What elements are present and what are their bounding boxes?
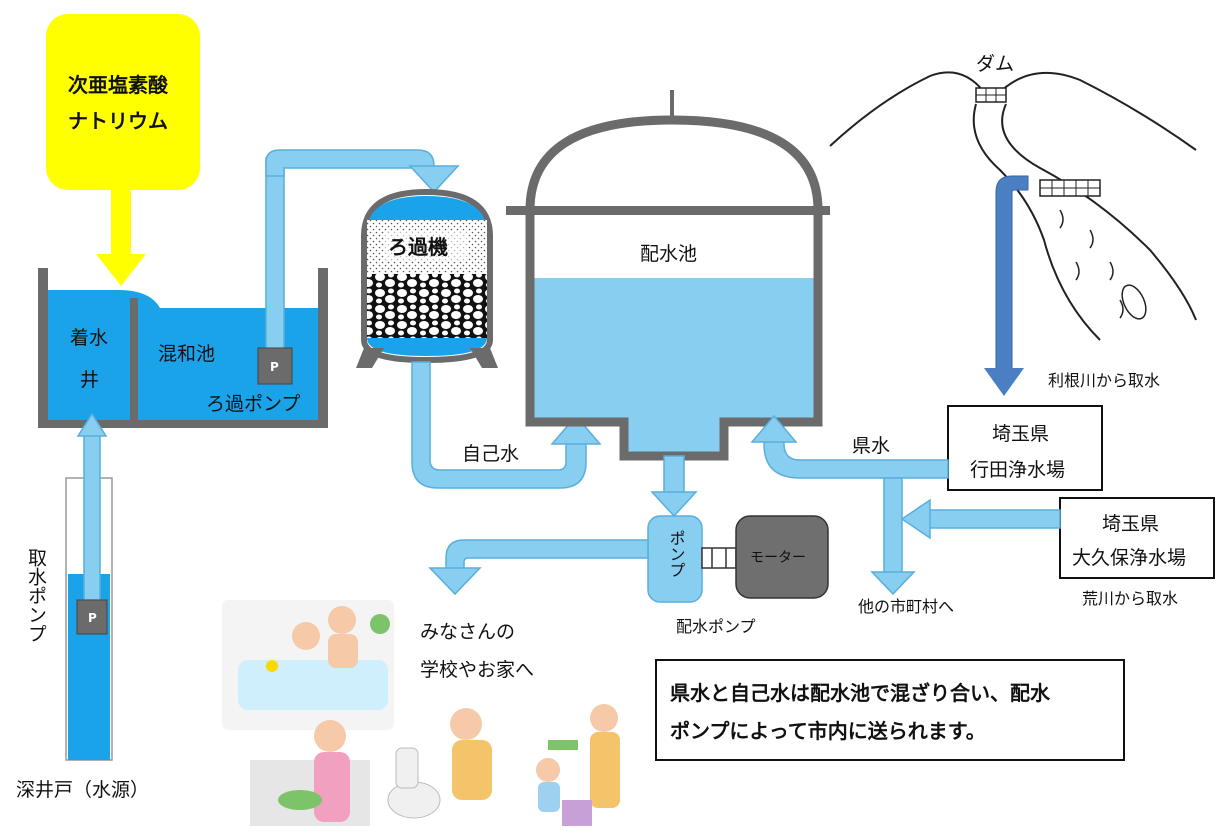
- filter-bottom-water: [367, 338, 487, 356]
- river-intake-pipe: [995, 175, 1029, 371]
- mixing-basin-label: 混和池: [158, 343, 215, 365]
- pump-unit-label: ポンプ: [667, 530, 686, 578]
- arakawa-intake-label: 荒川から取水: [1082, 589, 1178, 608]
- distribution-pump-label: 配水ポンプ: [676, 617, 756, 636]
- mountain-outline: [829, 71, 1197, 151]
- deep-well-label: 深井戸（水源）: [16, 779, 149, 801]
- motor-body: [735, 515, 829, 599]
- laundry-illustration: [536, 704, 620, 826]
- pump-coupling: [701, 547, 737, 569]
- own-water-label: 自己水: [462, 443, 519, 465]
- river-flow-lines: [1059, 209, 1124, 319]
- okubo-plant-label-2: 大久保浄水場: [1072, 547, 1186, 569]
- note-line-2: ポンプによって市内に送られます。: [670, 719, 986, 743]
- chemical-box: [46, 14, 200, 190]
- reservoir-sump-water: [628, 418, 720, 452]
- chemical-arrow-shaft: [111, 190, 131, 256]
- mixing-tank-right-wall: [318, 268, 328, 428]
- reservoir-outlet-arrow: [650, 491, 698, 518]
- filter-pump-marker: P: [270, 360, 279, 374]
- prefectural-water-label: 県水: [852, 435, 890, 457]
- filter-pump-body: [257, 347, 293, 385]
- kitchen-illustration: [250, 720, 370, 826]
- filter-leg-left: [356, 348, 384, 368]
- intake-riser: [83, 427, 101, 601]
- homes-arrow: [428, 567, 482, 596]
- motor-label: モーター: [750, 550, 806, 566]
- river-intake-arrow: [984, 368, 1024, 396]
- bath-illustration: [222, 600, 394, 730]
- gyoda-plant-box: [947, 405, 1103, 491]
- reservoir-outlet-pipe: [663, 455, 685, 497]
- filter-feed-arrow: [408, 165, 460, 194]
- other-municipalities-label: 他の市町村へ: [858, 597, 954, 616]
- toilet-illustration: [387, 708, 492, 819]
- intake-pump-label: 取水ポンプ: [25, 548, 47, 643]
- destination-label-1: みなさんの: [420, 621, 515, 643]
- tone-intake-label: 利根川から取水: [1048, 371, 1160, 390]
- reservoir-lid: [506, 206, 830, 215]
- note-box: [655, 659, 1125, 761]
- mixing-tank-water: [48, 290, 318, 420]
- filter-label: ろ過機: [388, 235, 448, 259]
- gyoda-plant-label-2: 行田浄水場: [970, 459, 1065, 481]
- mixing-tank-divider: [130, 298, 138, 420]
- reservoir-label: 配水池: [640, 243, 697, 265]
- prefectural-water-arrow: [750, 414, 798, 443]
- filter-pump-riser: [265, 157, 285, 351]
- okubo-plant-box: [1059, 497, 1215, 579]
- note-line-1: 県水と自己水は配水池で混ざり合い、配水: [670, 681, 1051, 705]
- fish-icon: [1121, 284, 1147, 320]
- intake-pump-marker: P: [88, 611, 97, 625]
- filter-gravel: [367, 274, 487, 338]
- intake-arrow-head: [76, 412, 108, 437]
- receiving-well-label-2: 井: [80, 369, 99, 391]
- filter-leg-right: [470, 348, 498, 368]
- okubo-pipe: [927, 509, 1061, 529]
- homes-pipe: [445, 539, 649, 571]
- gyoda-plant-label-1: 埼玉県: [992, 423, 1049, 445]
- dam-label: ダム: [976, 53, 1014, 75]
- filter-feed-pipe: [265, 149, 435, 177]
- mixing-tank-left-wall: [38, 268, 48, 428]
- intake-pump-body: [76, 599, 108, 635]
- filter-label-bg: [384, 232, 468, 260]
- municipal-branch-arrow: [870, 571, 916, 596]
- mixing-tank-floor: [38, 420, 328, 428]
- chemical-label-2: ナトリウム: [68, 109, 168, 133]
- municipal-branch-pipe: [883, 477, 903, 575]
- chemical-label-1: 次亜塩素酸: [68, 73, 169, 97]
- chemical-arrow-head: [96, 254, 146, 286]
- receiving-well-label-1: 着水: [70, 327, 108, 349]
- river-bank-left: [972, 103, 1101, 341]
- filter-pump-label: ろ過ポンプ: [206, 393, 300, 415]
- dam-wall-grid: [976, 88, 1006, 102]
- okubo-arrow: [900, 498, 931, 540]
- destination-label-2: 学校やお家へ: [420, 659, 534, 681]
- okubo-plant-label-1: 埼玉県: [1102, 513, 1159, 535]
- reservoir-dome: [525, 115, 823, 211]
- intake-weir-grid: [1040, 180, 1100, 196]
- river-bank-right: [1001, 103, 1197, 321]
- own-water-arrow: [550, 414, 602, 445]
- reservoir-water: [534, 278, 814, 418]
